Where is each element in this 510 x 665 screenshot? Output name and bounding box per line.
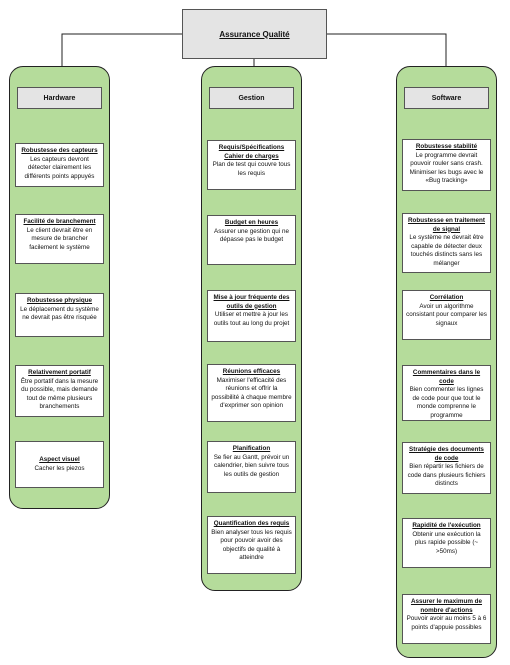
criterion-description: Cacher les piezos xyxy=(34,464,85,472)
criterion-card: Robustesse stabilité Le programme devrai… xyxy=(402,139,491,191)
criterion-title: Robustesse des capteurs xyxy=(21,147,98,154)
criterion-description: Plan de test qui couvre tous les requis xyxy=(212,161,291,177)
column-title: Hardware xyxy=(43,94,76,102)
criterion-description: Maximiser l'efficacité des réunions et o… xyxy=(211,376,292,410)
criterion-description: Le client devrait être en mesure de bran… xyxy=(26,226,93,251)
criterion-description: Bien analyser tous les requis pour pouvo… xyxy=(211,528,292,562)
root-node: Assurance Qualité xyxy=(182,9,327,59)
column-hardware: Hardware Robustesse des capteurs Les cap… xyxy=(9,66,110,509)
criterion-card: Robustesse en traitement de signal Le sy… xyxy=(402,213,491,273)
criterion-card: Budget en heures Assurer une gestion qui… xyxy=(207,215,296,265)
criterion-card: Commentaires dans le code Bien commenter… xyxy=(402,365,491,421)
column-gestion: Gestion Requis/Spécifications Cahier de … xyxy=(201,66,302,591)
column-title: Software xyxy=(431,94,462,102)
criterion-description: Être portatif dans la mesure du possible… xyxy=(20,377,99,411)
criterion-title: Planification xyxy=(232,445,271,452)
criterion-title: Commentaires dans le code xyxy=(412,369,481,385)
criterion-description: Le système ne devrait être capable de dé… xyxy=(409,234,484,267)
criterion-description: Utiliser et mettre à jour les outils tou… xyxy=(213,311,290,327)
criterion-card: Robustesse des capteurs Les capteurs dev… xyxy=(15,143,104,187)
column-software: Software Robustesse stabilité Le program… xyxy=(396,66,497,658)
column-title: Gestion xyxy=(238,94,265,102)
criterion-title: Assurer le maximum de nombre d'actions xyxy=(410,598,483,614)
criterion-title: Stratégie des documents de code xyxy=(409,446,484,462)
criterion-title: Robustesse physique xyxy=(26,297,93,304)
criterion-title: Mise à jour fréquente des outils de gest… xyxy=(213,294,290,310)
criterion-card: Stratégie des documents de code Bien rép… xyxy=(402,442,491,494)
criterion-card: Requis/Spécifications Cahier de charges … xyxy=(207,140,296,190)
criterion-description: Le programme devrait pouvoir rouler sans… xyxy=(409,151,484,185)
criterion-title: Requis/Spécifications Cahier de charges xyxy=(218,144,285,160)
criterion-title: Robustesse stabilité xyxy=(415,143,478,150)
criterion-card: Robustesse physique Le déplacement du sy… xyxy=(15,293,104,337)
criterion-description: Se fier au Gantt, prévoir un calendrier,… xyxy=(213,453,290,478)
criterion-card: Planification Se fier au Gantt, prévoir … xyxy=(207,441,296,493)
criterion-description: Bien répartir les fichiers de code dans … xyxy=(407,463,486,487)
column-header: Software xyxy=(404,87,489,109)
root-title: Assurance Qualité xyxy=(219,29,290,39)
criterion-description: Pouvoir avoir au moins 5 à 6 points d'ap… xyxy=(406,615,487,631)
criterion-card: Réunions efficaces Maximiser l'efficacit… xyxy=(207,364,296,422)
column-header: Hardware xyxy=(17,87,102,109)
column-header: Gestion xyxy=(209,87,294,109)
criterion-title: Rapidité de l'exécution xyxy=(412,522,481,529)
criterion-card: Facilité de branchement Le client devrai… xyxy=(15,214,104,264)
criterion-title: Relativement portatif xyxy=(28,369,91,376)
criterion-card: Quantification des requis Bien analyser … xyxy=(207,516,296,574)
criterion-title: Quantification des requis xyxy=(213,520,290,527)
criterion-card: Aspect visuel Cacher les piezos xyxy=(15,441,104,488)
criterion-title: Budget en heures xyxy=(224,219,279,226)
criterion-description: Les capteurs devront détecter clairement… xyxy=(24,155,95,180)
criterion-card: Assurer le maximum de nombre d'actions P… xyxy=(402,594,491,644)
criterion-card: Rapidité de l'exécution Obtenir une exéc… xyxy=(402,518,491,568)
criterion-description: Avoir un algorithme consistant pour comp… xyxy=(406,302,487,327)
criterion-card: Relativement portatif Être portatif dans… xyxy=(15,365,104,417)
criterion-description: Bien commenter les lignes de code pour q… xyxy=(409,386,484,419)
criterion-title: Corrélation xyxy=(429,294,464,301)
criterion-description: Le déplacement du système ne devrait pas… xyxy=(20,305,99,322)
criterion-card: Mise à jour fréquente des outils de gest… xyxy=(207,290,296,342)
criterion-title: Réunions efficaces xyxy=(222,368,281,375)
criterion-title: Robustesse en traitement de signal xyxy=(408,217,485,233)
criterion-description: Assurer une gestion qui ne dépasse pas l… xyxy=(214,227,289,244)
criterion-title: Aspect visuel xyxy=(39,456,80,463)
criterion-card: Corrélation Avoir un algorithme consista… xyxy=(402,290,491,340)
criterion-title: Facilité de branchement xyxy=(23,218,96,225)
criterion-description: Obtenir une exécution la plus rapide pos… xyxy=(412,530,481,555)
